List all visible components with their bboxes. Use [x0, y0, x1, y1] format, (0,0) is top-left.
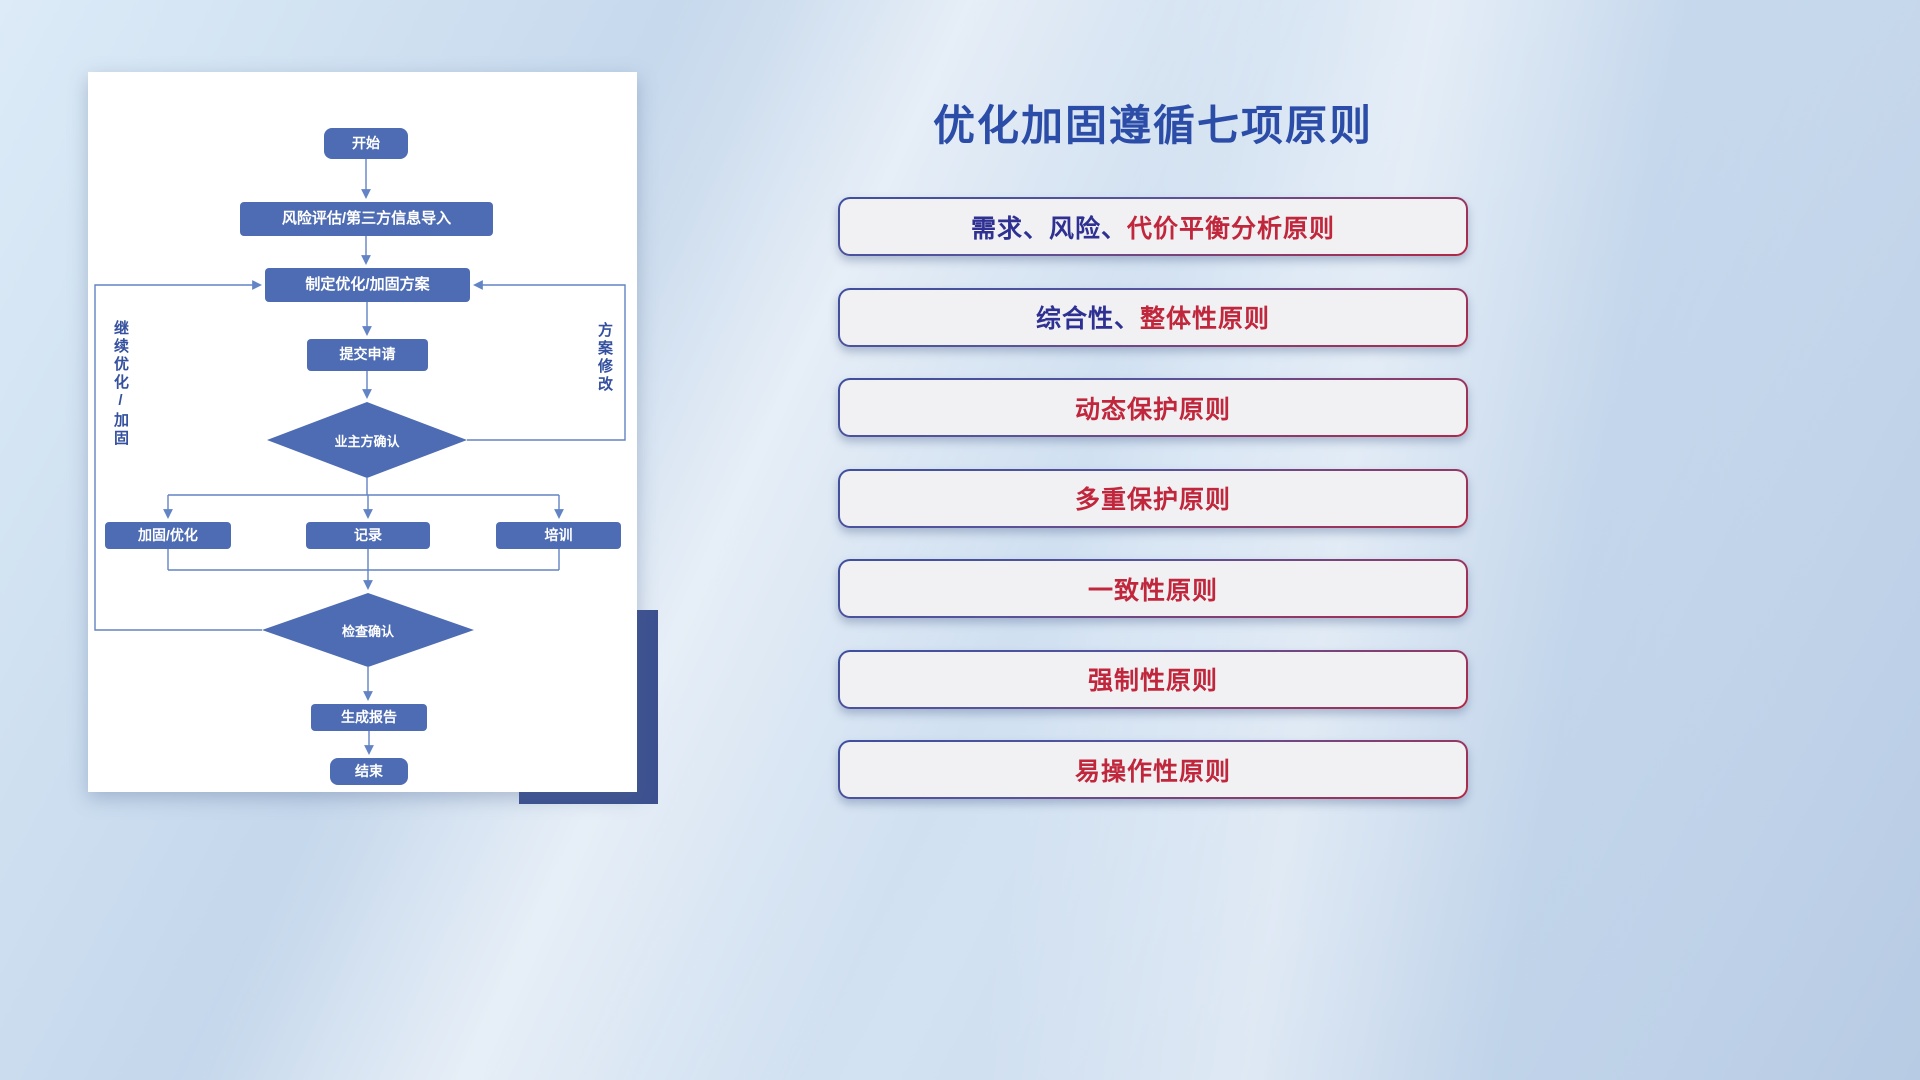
principle-box-3: 动态保护原则 — [838, 378, 1468, 437]
flow-node-report: 生成报告 — [311, 704, 427, 731]
principle-text-part2: 整体性原则 — [1140, 305, 1271, 333]
principle-label: 综合性、整体性原则 — [840, 289, 1466, 345]
flow-node-end: 结束 — [330, 758, 408, 785]
flowchart-panel: 开始 风险评估/第三方信息导入 制定优化/加固方案 提交申请 业主方确认 加固/… — [88, 72, 637, 792]
principle-text-part2: 易操作性原则 — [1074, 757, 1231, 786]
principle-label: 一致性原则 — [840, 561, 1466, 616]
flow-node-record: 记录 — [306, 522, 430, 549]
principles-list: 需求、风险、代价平衡分析原则 综合性、整体性原则 动态保护原则 多重保护原则 一… — [838, 197, 1468, 799]
flow-node-training: 培训 — [496, 522, 621, 549]
flow-label-continue-loop: 继续优化/加固 — [112, 320, 129, 448]
flow-node-make-plan: 制定优化/加固方案 — [265, 268, 470, 302]
principle-label: 强制性原则 — [840, 651, 1466, 707]
principle-text-part1: 需求、风险、 — [970, 214, 1127, 243]
principle-text-part2: 一致性原则 — [1087, 576, 1218, 605]
page-title: 优化加固遵循七项原则 — [932, 102, 1373, 149]
principle-box-5: 一致性原则 — [838, 559, 1468, 618]
principle-box-4: 多重保护原则 — [838, 468, 1468, 528]
principle-box-7: 易操作性原则 — [838, 740, 1468, 799]
principle-label: 多重保护原则 — [840, 470, 1466, 526]
flow-node-risk-import: 风险评估/第三方信息导入 — [240, 202, 493, 236]
flow-label-plan-modify: 方案修改 — [596, 322, 613, 394]
principle-label: 易操作性原则 — [840, 742, 1466, 797]
flow-node-submit: 提交申请 — [307, 339, 428, 371]
principle-box-2: 综合性、整体性原则 — [838, 287, 1468, 347]
principle-text-part2: 代价平衡分析原则 — [1127, 214, 1336, 243]
flow-node-reinforce: 加固/优化 — [105, 522, 231, 549]
principle-label: 需求、风险、代价平衡分析原则 — [840, 199, 1466, 254]
flow-connectors — [94, 159, 626, 755]
principle-text-part2: 强制性原则 — [1087, 667, 1218, 695]
principle-text-part2: 多重保护原则 — [1074, 486, 1231, 514]
principle-box-1: 需求、风险、代价平衡分析原则 — [838, 197, 1468, 256]
principle-box-6: 强制性原则 — [838, 649, 1468, 709]
principle-label: 动态保护原则 — [840, 380, 1466, 435]
principle-text-part2: 动态保护原则 — [1074, 395, 1231, 424]
principle-text-part1: 综合性、 — [1035, 305, 1140, 333]
flow-node-start: 开始 — [324, 128, 408, 159]
